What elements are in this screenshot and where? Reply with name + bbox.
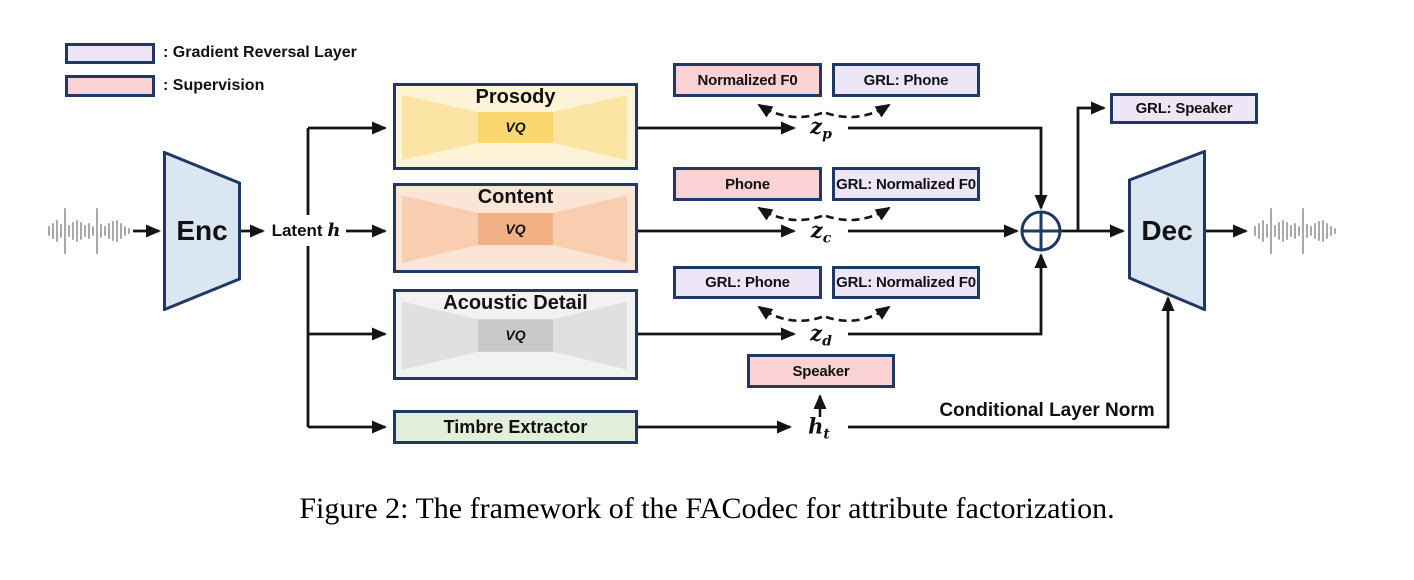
- acoustic-bottleneck-shape: [402, 301, 627, 370]
- acoustic-detail-quantizer-block: Acoustic Detail VQ: [393, 289, 638, 380]
- acoustic-vq-label: VQ: [505, 327, 526, 344]
- conditional-layer-norm-label: Conditional Layer Norm: [939, 400, 1155, 421]
- grl-box-normalized-f0-acoustic: GRL: Normalized F0: [832, 266, 980, 299]
- encoder-shape: [163, 151, 241, 311]
- decoder-node: Dec: [1128, 150, 1206, 311]
- latent-zc-label: zc: [810, 217, 832, 247]
- input-waveform-icon: [48, 208, 130, 254]
- acoustic-detail-title: Acoustic Detail: [443, 292, 588, 314]
- content-vq-label: VQ: [505, 220, 526, 237]
- grl-box-normalized-f0-content: GRL: Normalized F0: [832, 167, 980, 201]
- content-quantizer-block: Content VQ: [393, 183, 638, 273]
- grl-box-phone-acoustic: GRL: Phone: [673, 266, 822, 299]
- decoder-label: Dec: [1141, 214, 1193, 246]
- encoder-node: Enc: [163, 151, 241, 311]
- legend-supervision-swatch: [65, 75, 155, 97]
- prosody-quantizer-block: Prosody VQ: [393, 83, 638, 170]
- supervision-box-speaker: Speaker: [747, 354, 895, 388]
- decoder-shape: [1128, 150, 1206, 311]
- prosody-title: Prosody: [475, 86, 556, 108]
- legend-grl-label: : Gradient Reversal Layer: [163, 44, 357, 61]
- latent-zp-label: zp: [810, 113, 832, 143]
- latent-zd-label: zd: [810, 320, 832, 350]
- latent-ht-label: ht: [808, 413, 830, 443]
- grl-box-speaker: GRL: Speaker: [1110, 93, 1258, 124]
- output-waveform-icon: [1254, 208, 1336, 254]
- prosody-vq-label: VQ: [505, 119, 526, 136]
- legend-supervision-label: : Supervision: [163, 77, 265, 94]
- timbre-extractor-box: Timbre Extractor: [393, 410, 638, 444]
- encoder-label: Enc: [176, 215, 228, 246]
- content-bottleneck-shape: [402, 195, 627, 263]
- latent-h-label: Latent h: [271, 220, 341, 241]
- prosody-bottleneck-shape: [402, 95, 627, 160]
- legend-grl-swatch: [65, 43, 155, 64]
- content-title: Content: [477, 186, 554, 208]
- figure-caption: Figure 2: The framework of the FACodec f…: [299, 492, 1115, 525]
- combiner-plus-icon: [1020, 210, 1062, 252]
- grl-box-phone-prosody: GRL: Phone: [832, 63, 980, 97]
- supervision-box-phone: Phone: [673, 167, 822, 201]
- supervision-box-normalized-f0: Normalized F0: [673, 63, 822, 97]
